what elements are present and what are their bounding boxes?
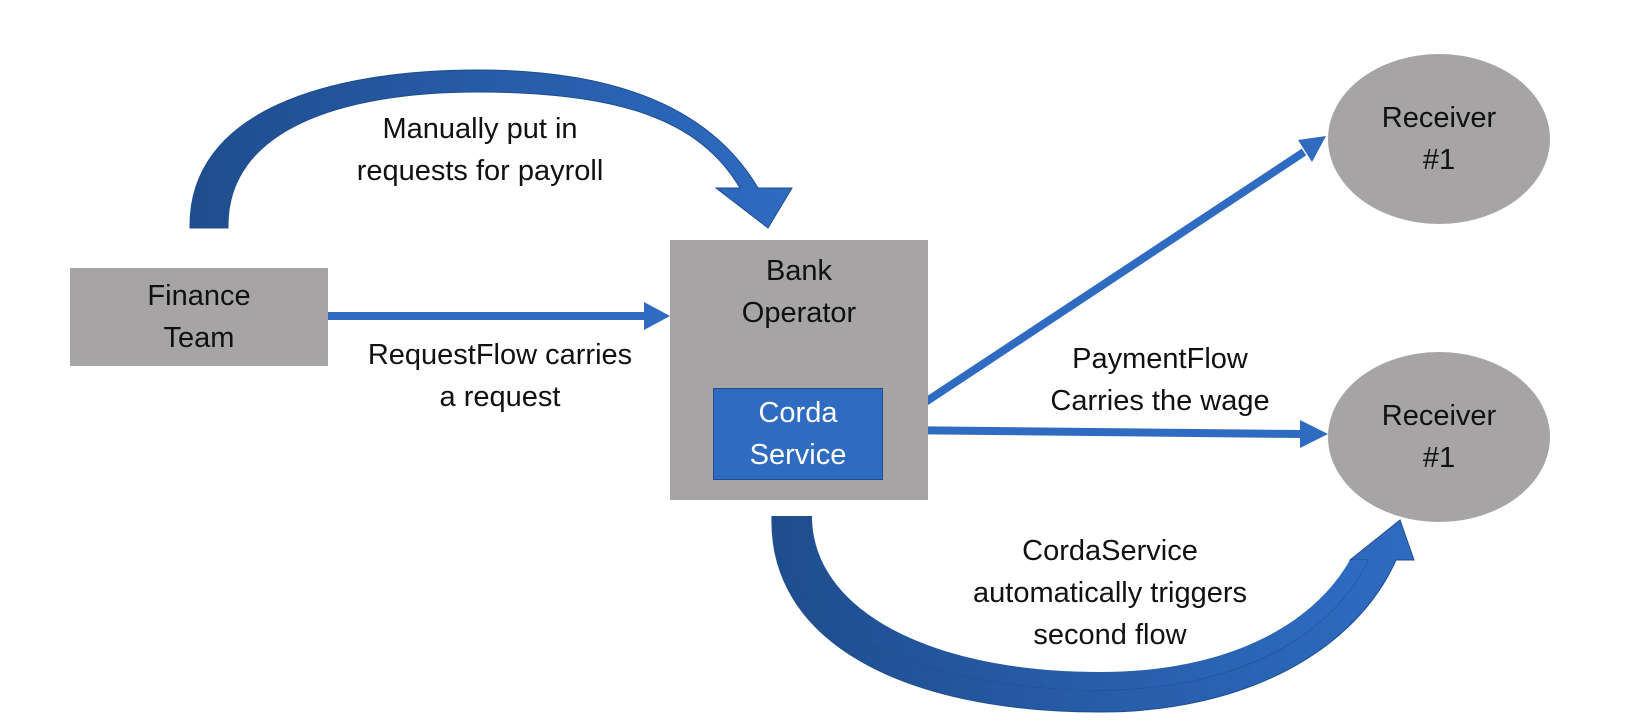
receiver-top-node: Receiver #1 <box>1328 54 1550 224</box>
receiver-bottom-label: Receiver #1 <box>1381 400 1497 474</box>
payment-flow-arrow-bottom <box>882 420 1328 448</box>
finance-team-box: Finance Team <box>70 268 328 366</box>
corda-service-label: Corda Service <box>749 397 847 471</box>
payment-flow-arrow-top <box>880 136 1326 434</box>
corda-service-box: Corda Service <box>713 388 883 480</box>
finance-team-label: Finance Team <box>147 280 251 354</box>
manual-request-curved-arrow <box>189 69 793 229</box>
request-flow-label: RequestFlow carries a request <box>367 339 633 413</box>
receiver-top-label: Receiver #1 <box>1381 102 1497 176</box>
request-flow-arrow <box>328 302 670 330</box>
second-flow-label: CordaService automatically triggers seco… <box>973 535 1247 651</box>
payment-flow-label: PaymentFlow Carries the wage <box>1050 343 1270 417</box>
receiver-bottom-node: Receiver #1 <box>1328 352 1550 522</box>
second-flow-curve-band <box>771 516 1368 690</box>
bank-operator-label: Bank Operator <box>741 255 857 329</box>
manual-request-label: Manually put in requests for payroll <box>356 113 604 187</box>
